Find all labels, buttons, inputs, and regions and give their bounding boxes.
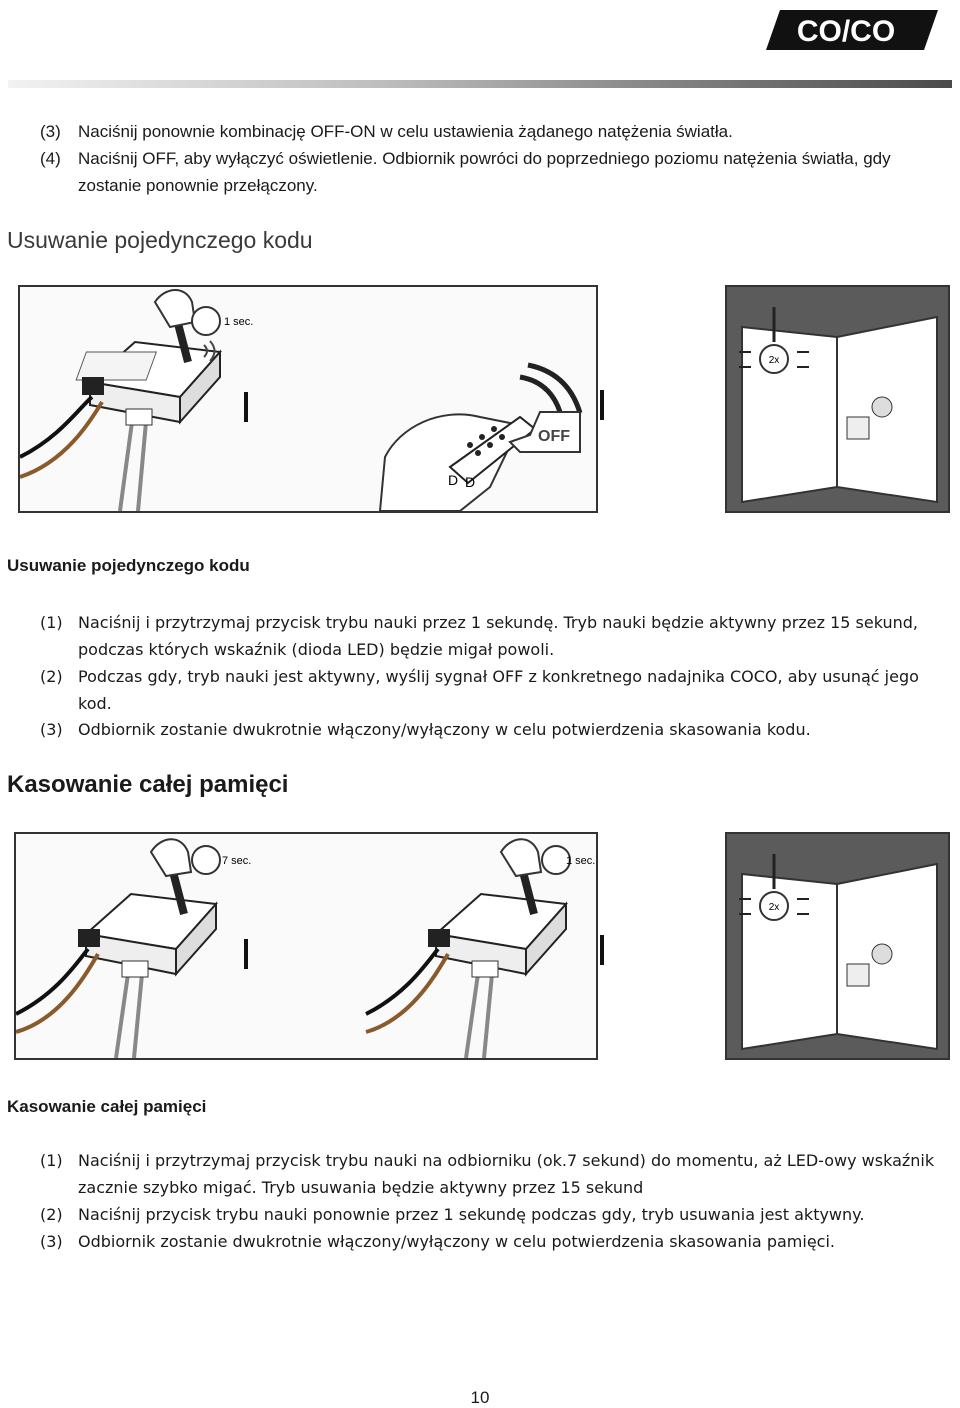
receiver-illustration — [16, 892, 219, 1058]
off-label: OFF — [538, 428, 570, 445]
item-number: (3) — [40, 122, 61, 141]
item-number: (3) — [40, 1232, 63, 1251]
item-text: Naciśnij OFF, aby wyłączyć oświetlenie. … — [78, 149, 891, 195]
list-item: (1) Naciśnij i przytrzymaj przycisk tryb… — [40, 609, 940, 663]
lamp-icon — [759, 891, 789, 921]
list-item: (3) Odbiornik zostanie dwukrotnie włączo… — [40, 1228, 940, 1255]
item-number: (4) — [40, 149, 61, 168]
remote-label: D — [465, 474, 475, 490]
logo-text: CO/CO — [797, 15, 895, 48]
item-text: Odbiornik zostanie dwukrotnie włączony/w… — [78, 1232, 835, 1251]
item-text: Naciśnij przycisk trybu nauki ponownie p… — [78, 1205, 865, 1224]
section-heading: Kasowanie całej pamięci — [7, 771, 289, 798]
lamp-icon — [759, 344, 789, 374]
item-text: Naciśnij i przytrzymaj przycisk trybu na… — [78, 613, 918, 659]
list-item: (2) Podczas gdy, tryb nauki jest aktywny… — [40, 663, 940, 717]
receiver-illustration — [20, 340, 223, 511]
coco-logo: CO/CO — [766, 10, 938, 50]
timer-label: 1 sec. — [224, 316, 253, 328]
figure-receiver-double: 7 sec. 1 sec. — [14, 832, 598, 1060]
item-text: Naciśnij i przytrzymaj przycisk trybu na… — [78, 1151, 935, 1197]
receiver-illustration — [365, 892, 569, 1058]
section-subheading: Kasowanie całej pamięci — [7, 1097, 207, 1116]
blink-label: 2x — [769, 355, 780, 366]
item-text: Odbiornik zostanie dwukrotnie włączony/w… — [78, 720, 811, 739]
divider — [244, 392, 248, 422]
item-number: (2) — [40, 667, 63, 686]
figure-room-lamp: 2x — [725, 285, 950, 513]
item-text: Podczas gdy, tryb nauki jest aktywny, wy… — [78, 667, 919, 713]
section-subheading: Usuwanie pojedynczego kodu — [7, 556, 250, 575]
list-item: (1) Naciśnij i przytrzymaj przycisk tryb… — [40, 1147, 940, 1201]
item-number: (1) — [40, 613, 63, 632]
remote-label: D — [448, 472, 458, 488]
socket-icon — [871, 943, 893, 965]
timer-label: 7 sec. — [222, 855, 251, 867]
divider — [244, 939, 248, 969]
divider — [600, 390, 604, 420]
figure-room-lamp: 2x — [725, 832, 950, 1060]
blink-label: 2x — [769, 902, 780, 913]
section-heading: Usuwanie pojedynczego kodu — [7, 227, 313, 253]
list-item: (3) Odbiornik zostanie dwukrotnie włączo… — [40, 716, 940, 743]
page-number: 10 — [470, 1388, 490, 1407]
intro-item: (4) Naciśnij OFF, aby wyłączyć oświetlen… — [40, 145, 940, 199]
item-number: (1) — [40, 1151, 63, 1170]
timer-label: 1 sec. — [566, 855, 595, 867]
intro-item: (3) Naciśnij ponownie kombinację OFF-ON … — [40, 118, 940, 145]
item-text: Naciśnij ponownie kombinację OFF-ON w ce… — [78, 122, 733, 141]
divider — [600, 935, 604, 965]
remote-illustration: D D OFF — [378, 362, 583, 511]
figure-receiver-remote: 1 sec. D D OFF — [18, 285, 598, 513]
socket-icon — [871, 396, 893, 418]
header-rule — [8, 80, 952, 88]
item-number: (3) — [40, 720, 63, 739]
item-number: (2) — [40, 1205, 63, 1224]
list-item: (2) Naciśnij przycisk trybu nauki ponown… — [40, 1201, 940, 1228]
